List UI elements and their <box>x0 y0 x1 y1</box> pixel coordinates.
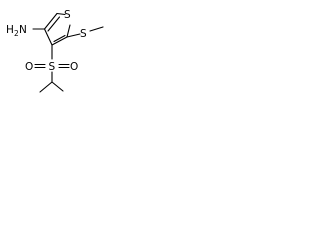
bond-c3-c4-ring <box>43 12 58 30</box>
atom-label-sulfonyl-oxygen-left: O <box>25 61 33 73</box>
bond-ch-ch3-right <box>51 81 64 92</box>
bond-s-ch3 <box>89 26 104 32</box>
bond-c2-s-thioether <box>66 33 81 38</box>
bond-s1-c3-ring <box>56 12 66 16</box>
bond-c5-c2-ring <box>51 36 68 46</box>
atom-label-amine-h: H <box>6 24 14 36</box>
bond-c3-c4-ring-double <box>47 16 61 32</box>
chemical-structure: S S S O O H 2 N <box>6 9 104 93</box>
bond-c4-c5-ring <box>43 28 53 46</box>
bond-c5-c2-ring-double <box>53 34 66 43</box>
bond-ch-ch3-left <box>39 81 53 93</box>
atom-label-sulfonyl-sulfur: S <box>49 61 56 73</box>
atom-label-amine-n: N <box>19 24 27 36</box>
atom-label-ring-sulfur: S <box>64 9 71 21</box>
bond-c2-s1-ring <box>66 24 71 38</box>
atom-label-thioether-sulfur: S <box>80 28 87 40</box>
atom-label-amine-h-count: 2 <box>14 29 19 38</box>
atom-label-sulfonyl-oxygen-right: O <box>70 61 78 73</box>
